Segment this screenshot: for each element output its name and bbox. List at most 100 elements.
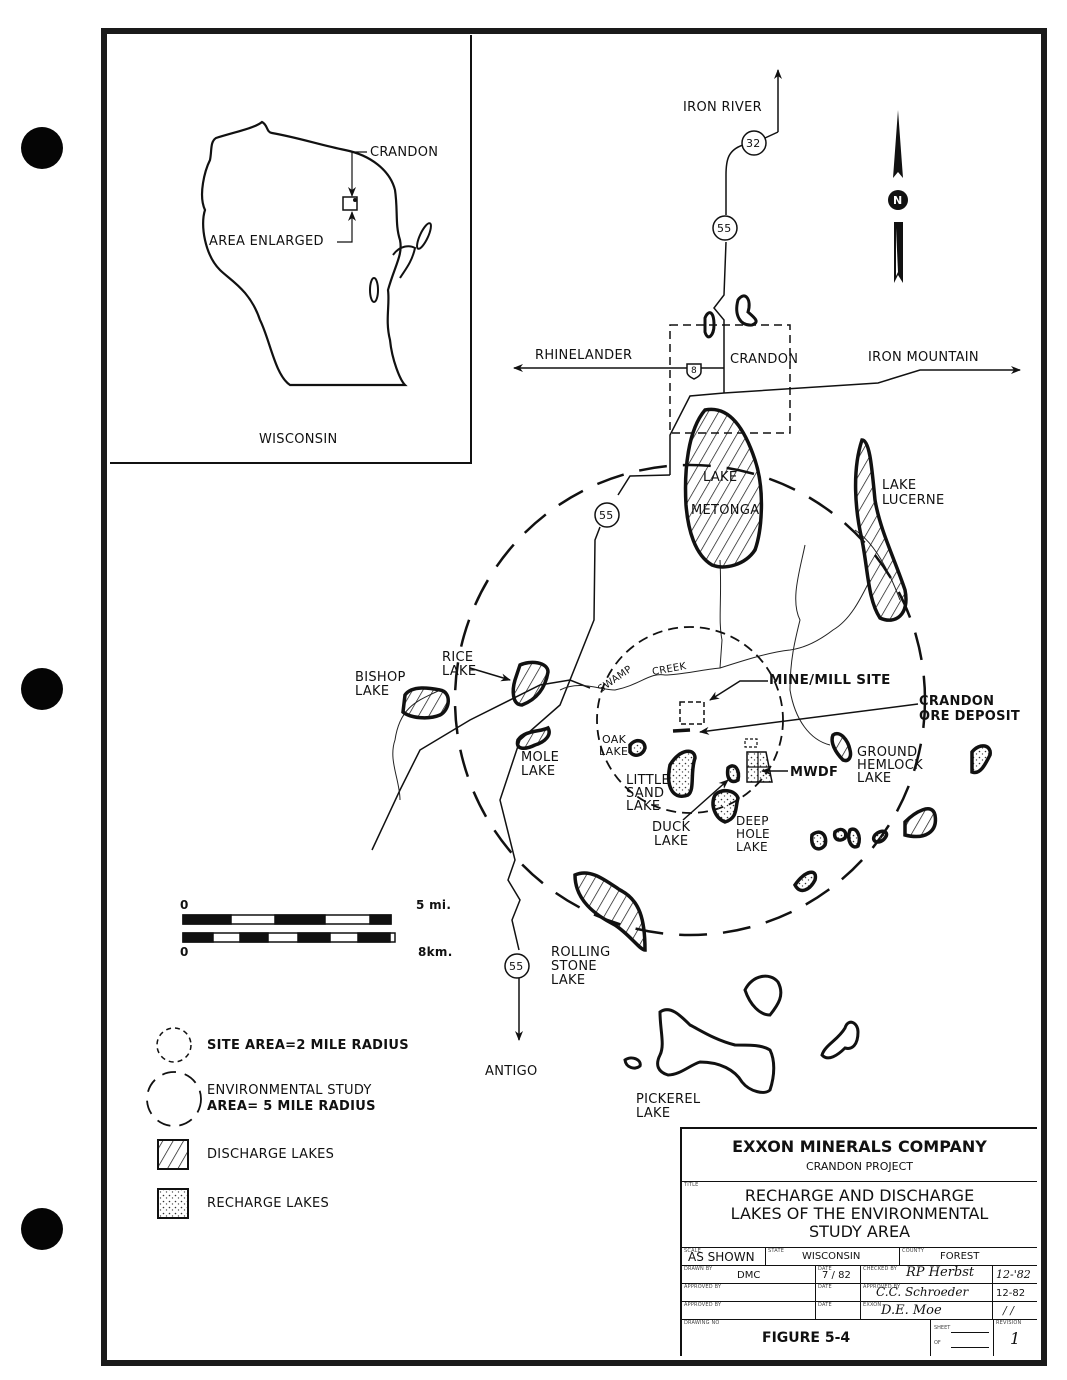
title-block-scale-row: SCALE AS SHOWN STATE WISCONSIN COUNTY FO… <box>682 1247 1037 1266</box>
label-deep-hole-lake-2: HOLE <box>736 827 770 841</box>
label-mole-lake-1: MOLE <box>521 750 560 765</box>
inset-crandon-label: CRANDON <box>370 145 439 160</box>
label-pickerel-lake-1: PICKEREL <box>636 1092 701 1107</box>
sheet-caption: SHEET <box>934 1325 951 1331</box>
place-iron-mountain: IRON MOUNTAIN <box>868 350 979 365</box>
route-55-label-north: 55 <box>717 222 732 235</box>
state-value: WISCONSIN <box>802 1251 861 1262</box>
title-block: EXXON MINERALS COMPANY CRANDON PROJECT T… <box>680 1127 1037 1356</box>
approved-by-2-caption: APPROVED BY <box>863 1284 901 1290</box>
scale-caption: SCALE <box>684 1248 702 1254</box>
place-antigo: ANTIGO <box>485 1064 538 1079</box>
scale-value: AS SHOWN <box>688 1250 755 1264</box>
route-shields <box>504 130 767 979</box>
label-rolling-stone-lake-2: STONE <box>551 959 597 974</box>
label-little-sand-lake-3: LAKE <box>626 799 661 814</box>
revision-caption: REVISION <box>996 1320 1022 1326</box>
recharge-lakes <box>628 739 992 893</box>
mole-lake <box>515 725 551 751</box>
route-55-shield-north <box>712 215 738 241</box>
approved-by-signature: C.C. Schroeder <box>876 1285 969 1299</box>
pickerel-lake <box>656 1008 776 1094</box>
title-block-figure-row: DRAWING NO FIGURE 5-4 SHEET OF REVISION … <box>682 1319 1037 1356</box>
county-value: FOREST <box>940 1251 980 1262</box>
label-lake-lucerne-1: LAKE <box>882 478 917 493</box>
wisconsin-outline <box>201 120 408 387</box>
label-mine-mill-site: MINE/MILL SITE <box>769 672 891 688</box>
route-32-label: 32 <box>746 137 761 150</box>
label-deep-hole-lake-3: LAKE <box>736 840 768 854</box>
company-name: EXXON MINERALS COMPANY <box>732 1137 987 1156</box>
label-oak-lake-2: LAKE <box>599 745 629 758</box>
us-8-shield <box>686 363 702 380</box>
bishop-lake <box>401 686 450 720</box>
rolling-stone-lake <box>573 871 647 952</box>
scale-mi-end: 5 mi. <box>416 898 452 912</box>
little-sand-lake <box>667 749 697 798</box>
figure-number: FIGURE 5-4 <box>762 1330 851 1346</box>
lake-cluster-3 <box>846 827 862 849</box>
road-iron-mountain <box>723 366 1021 394</box>
scale-km-end: 8km. <box>418 945 453 959</box>
inset-map <box>110 35 472 464</box>
title-caption: TITLE <box>684 1182 699 1188</box>
route-55-shield-south <box>504 953 530 979</box>
legend-symbols <box>146 1027 202 1219</box>
drawing-title-2: LAKES OF THE ENVIRONMENTAL <box>730 1204 989 1223</box>
drawing-no-caption: DRAWING NO <box>684 1320 720 1326</box>
lake-pickerel-north <box>743 974 783 1017</box>
label-duck-lake-1: DUCK <box>652 820 691 835</box>
crandon-lake-east <box>735 294 758 327</box>
label-lake-lucerne-2: LUCERNE <box>882 493 945 508</box>
road-west <box>371 679 591 851</box>
lake-cluster-2 <box>832 827 848 842</box>
label-lake-metonga-1: LAKE <box>703 470 738 485</box>
route-55-label-mid: 55 <box>599 509 614 522</box>
rice-lake <box>511 660 550 707</box>
county-caption: COUNTY <box>902 1248 925 1254</box>
label-duck-lake-2: LAKE <box>654 834 689 849</box>
label-bishop-lake-2: LAKE <box>355 684 390 699</box>
project-name: CRANDON PROJECT <box>805 1160 913 1173</box>
approved-date-value: 12-82 <box>996 1288 1026 1299</box>
punch-hole-middle <box>21 668 63 710</box>
legend-site-area-label: SITE AREA=2 MILE RADIUS <box>207 1038 409 1053</box>
label-mwdf: MWDF <box>790 765 839 780</box>
label-rolling-stone-lake-1: ROLLING <box>551 945 611 960</box>
lake-pickerel-east <box>820 1020 860 1060</box>
title-block-approved-row: APPROVED BY DATE APPROVED BY C.C. Schroe… <box>682 1283 1037 1302</box>
inset-area-enlarged-label: AREA ENLARGED <box>209 234 324 249</box>
us-8-label: 8 <box>691 366 698 376</box>
drawn-by-value: DMC <box>737 1270 761 1281</box>
label-ground-hemlock-lake-2: HEMLOCK <box>857 758 923 773</box>
label-ground-hemlock-lake-3: LAKE <box>857 771 892 786</box>
label-lake-metonga-2: METONGA <box>691 503 760 518</box>
ore-deposit-mark <box>672 728 691 733</box>
label-ground-hemlock-lake-1: GROUND <box>857 745 918 760</box>
drawn-by-caption: DRAWN BY <box>684 1266 713 1272</box>
lake-east-discharge <box>903 807 938 839</box>
label-rice-lake-1: RICE <box>442 650 474 665</box>
lake-metonga <box>683 407 764 569</box>
legend-env-study-label-1: ENVIRONMENTAL STUDY <box>207 1083 372 1098</box>
lake-cluster-4 <box>872 829 889 844</box>
deep-hole-lake <box>711 789 740 824</box>
label-bishop-lake-1: BISHOP <box>355 670 406 685</box>
label-little-sand-lake-2: SAND <box>626 786 665 801</box>
oak-lake <box>628 739 647 757</box>
place-crandon: CRANDON <box>730 352 799 367</box>
checked-by-signature: RP Herbst <box>906 1265 975 1280</box>
label-deep-hole-lake-1: DEEP <box>736 814 769 828</box>
north-arrow <box>888 110 908 283</box>
checked-date-value: 12-'82 <box>996 1268 1031 1281</box>
punch-hole-top <box>21 127 63 169</box>
other-lakes <box>623 294 860 1094</box>
exxon-date-value: / / <box>1003 1304 1014 1317</box>
label-ore-deposit-2: ORE DEPOSIT <box>919 709 1021 724</box>
exxon-signature: D.E. Moe <box>881 1303 942 1318</box>
area-enlarged-box <box>342 196 358 211</box>
revision-value: 1 <box>1010 1329 1021 1348</box>
duck-lake <box>725 764 741 784</box>
place-iron-river: IRON RIVER <box>683 100 762 115</box>
